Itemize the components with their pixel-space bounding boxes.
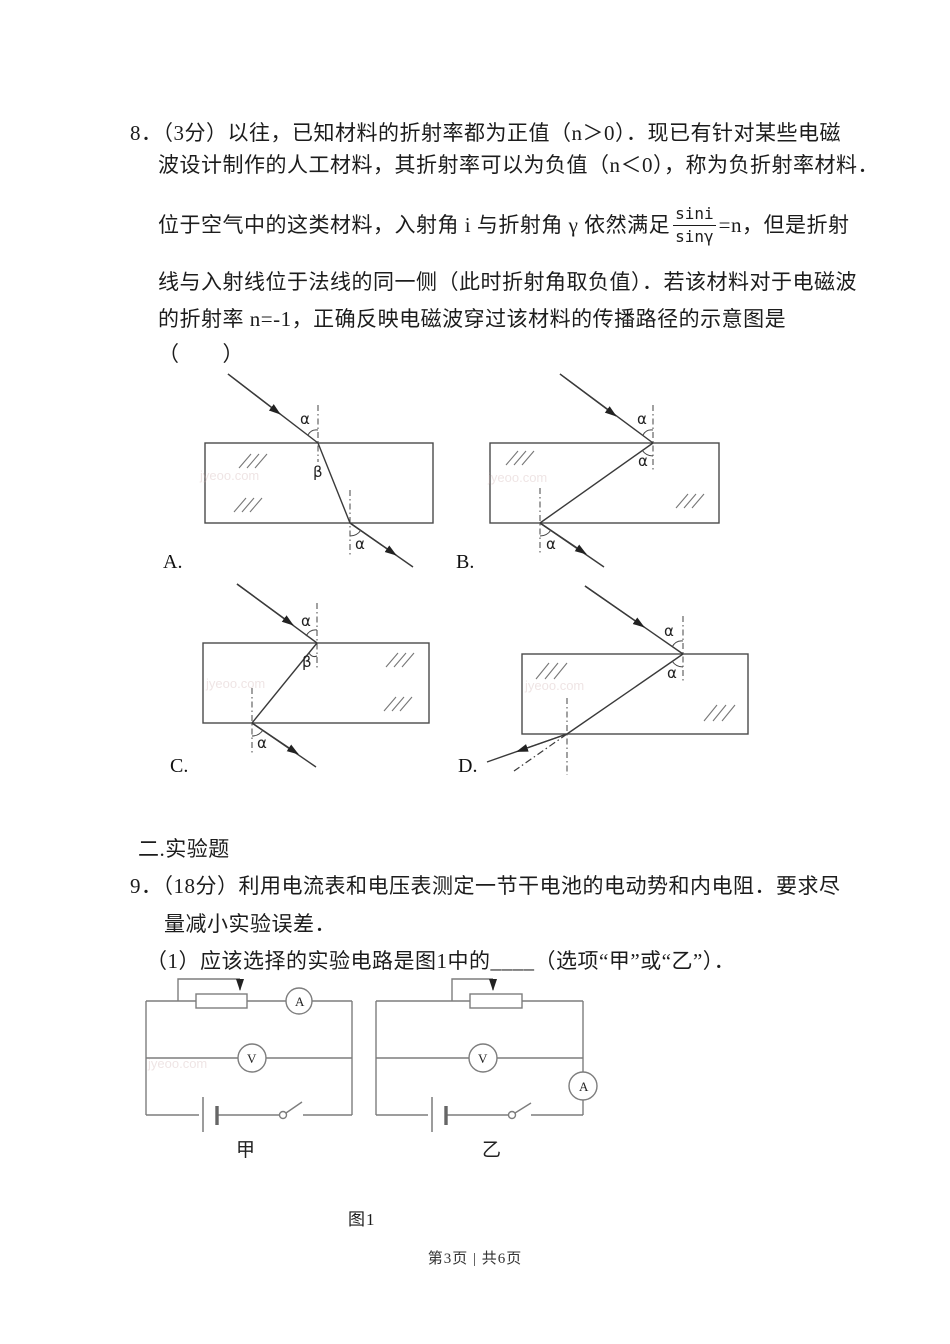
- circuit-yi: V A 乙: [375, 978, 598, 1161]
- internal-ray-b: [539, 442, 654, 524]
- incident-arrow-b: [559, 373, 617, 417]
- rheostat-yi: [469, 993, 523, 1009]
- option-a-letter: A.: [163, 551, 182, 573]
- option-d-letter: D.: [458, 755, 477, 777]
- page-footer: 第3页 | 共6页: [427, 1251, 523, 1267]
- ammeter-jia-label: A: [295, 994, 305, 1009]
- angle-arc-c-top: [305, 629, 318, 637]
- q8-line-4: 线与入射线位于法线的同一侧（此时折射角取负值）．若该材料对于电磁波: [158, 270, 857, 294]
- option-c-letter: C.: [170, 755, 188, 777]
- circuit-jia-wires: [145, 1000, 353, 1116]
- rheostat-jia: [195, 993, 248, 1009]
- exit-arrow-a: [349, 522, 397, 556]
- watermark-a: jyeoo.com: [199, 468, 259, 483]
- beta-label-c: β: [302, 653, 312, 671]
- exit-arrow-c: [251, 722, 299, 755]
- undeviated-ray-d: [513, 733, 568, 772]
- material-slab-d: [521, 653, 749, 735]
- switch-pivot-jia: [278, 1110, 288, 1120]
- alpha-label-c-bottom: α: [257, 734, 267, 752]
- incident-arrow-a: [227, 373, 281, 415]
- refraction-formula-fraction: sini sinγ: [673, 204, 716, 246]
- watermark-jia: jyeoo.com: [147, 1056, 207, 1071]
- angle-arc-d-top: [671, 640, 684, 648]
- voltmeter-jia: [237, 1043, 267, 1073]
- angle-arc-b-mid: [641, 449, 654, 457]
- alpha-label-c-top: α: [301, 612, 311, 630]
- ammeter-yi-label: A: [579, 1079, 589, 1094]
- angle-arc-b-bottom: [539, 529, 552, 537]
- watermark-b: jyeoo.com: [487, 470, 547, 485]
- rheostat-slider-bracket-yi: [451, 978, 493, 1001]
- q8-line-3: 位于空气中的这类材料，入射角 i 与折射角 γ 依然满足 sini sinγ =…: [158, 200, 850, 250]
- q8-line-3-suffix: =n，但是折射: [718, 213, 850, 237]
- option-c-diagram: jyeoo.com α β α C.: [170, 583, 430, 777]
- option-a-diagram: jyeoo.com α β α A.: [163, 373, 434, 573]
- switch-pivot-yi: [507, 1110, 517, 1120]
- circuit-jia: A V 甲 jyeoo.com: [145, 978, 353, 1161]
- figure1-caption: 图1: [348, 1210, 376, 1229]
- q8-line-3-prefix: 位于空气中的这类材料，入射角 i 与折射角 γ 依然满足: [158, 213, 671, 237]
- alpha-label-b-bottom: α: [546, 535, 556, 553]
- exit-arrow-b: [539, 522, 587, 555]
- q9-line-2: 量减小实验误差．: [164, 912, 336, 936]
- incident-arrow-c: [236, 583, 294, 626]
- angle-arc-a-bottom: [349, 529, 362, 537]
- angle-arc-a-top: [307, 429, 319, 436]
- angle-arc-b-top: [642, 429, 654, 436]
- slab-hatching-b: [505, 450, 705, 509]
- switch-lever-jia: [285, 1101, 303, 1114]
- option-b-diagram: jyeoo.com α α α B.: [456, 373, 720, 573]
- watermark-d: jyeoo.com: [524, 678, 584, 693]
- formula-numerator: sini: [673, 204, 716, 226]
- angle-arc-d-mid: [671, 660, 684, 668]
- slab-hatching-a: [233, 453, 268, 513]
- alpha-label-a-bottom: α: [355, 535, 365, 553]
- internal-ray-c: [251, 642, 318, 724]
- circuit-jia-label: 甲: [236, 1140, 255, 1161]
- option-b-letter: B.: [456, 551, 474, 573]
- q8-line-5: 的折射率 n=-1，正确反映电磁波穿过该材料的传播路径的示意图是: [158, 307, 787, 331]
- voltmeter-yi-label: V: [478, 1051, 488, 1066]
- alpha-label-d-mid: α: [667, 664, 677, 682]
- incident-arrow-d: [584, 585, 645, 628]
- q9-line-1: 9．（18分）利用电流表和电压表测定一节干电池的电动势和内电阻．要求尽: [130, 874, 841, 898]
- circuit-yi-wires: [375, 1000, 584, 1116]
- alpha-label-a-top: α: [300, 410, 310, 428]
- angle-arc-c-mid: [308, 652, 318, 658]
- internal-ray-a: [317, 442, 351, 524]
- alpha-label-d-top: α: [664, 622, 674, 640]
- circuit-yi-label: 乙: [482, 1140, 501, 1161]
- q9-part-1: （1）应该选择的实验电路是图1中的____（选项“甲”或“乙”）．: [146, 949, 736, 973]
- material-slab-a: [204, 442, 434, 524]
- material-slab-b: [489, 442, 720, 524]
- voltmeter-jia-label: V: [247, 1051, 257, 1066]
- option-d-diagram: jyeoo.com α α D.: [458, 585, 749, 777]
- exit-arrow-d: [516, 733, 568, 753]
- ammeter-jia: [285, 987, 313, 1015]
- watermark-c: jyeoo.com: [205, 676, 265, 691]
- section-2-title: 二.实验题: [138, 837, 230, 861]
- slab-hatching-d: [535, 662, 736, 722]
- q8-line-1: 8．（3分）以往，已知材料的折射率都为正值（n＞0）．现已有针对某些电磁: [130, 121, 841, 145]
- slab-hatching-c: [383, 652, 415, 712]
- formula-denominator: sinγ: [675, 226, 714, 246]
- q8-line-6: （ ）: [158, 342, 244, 366]
- switch-lever-yi: [514, 1102, 532, 1114]
- q8-line-2: 波设计制作的人工材料，其折射率可以为负值（n＜0），称为负折射率材料．: [158, 153, 879, 177]
- rheostat-slider-bracket-jia: [177, 978, 240, 1001]
- beta-label-a: β: [313, 463, 323, 481]
- alpha-label-b-top: α: [637, 410, 647, 428]
- angle-arc-c-bottom: [251, 729, 264, 737]
- ammeter-yi: [568, 1071, 598, 1101]
- voltmeter-yi: [468, 1043, 498, 1073]
- internal-ray-d: [566, 653, 684, 735]
- alpha-label-b-mid: α: [638, 452, 648, 470]
